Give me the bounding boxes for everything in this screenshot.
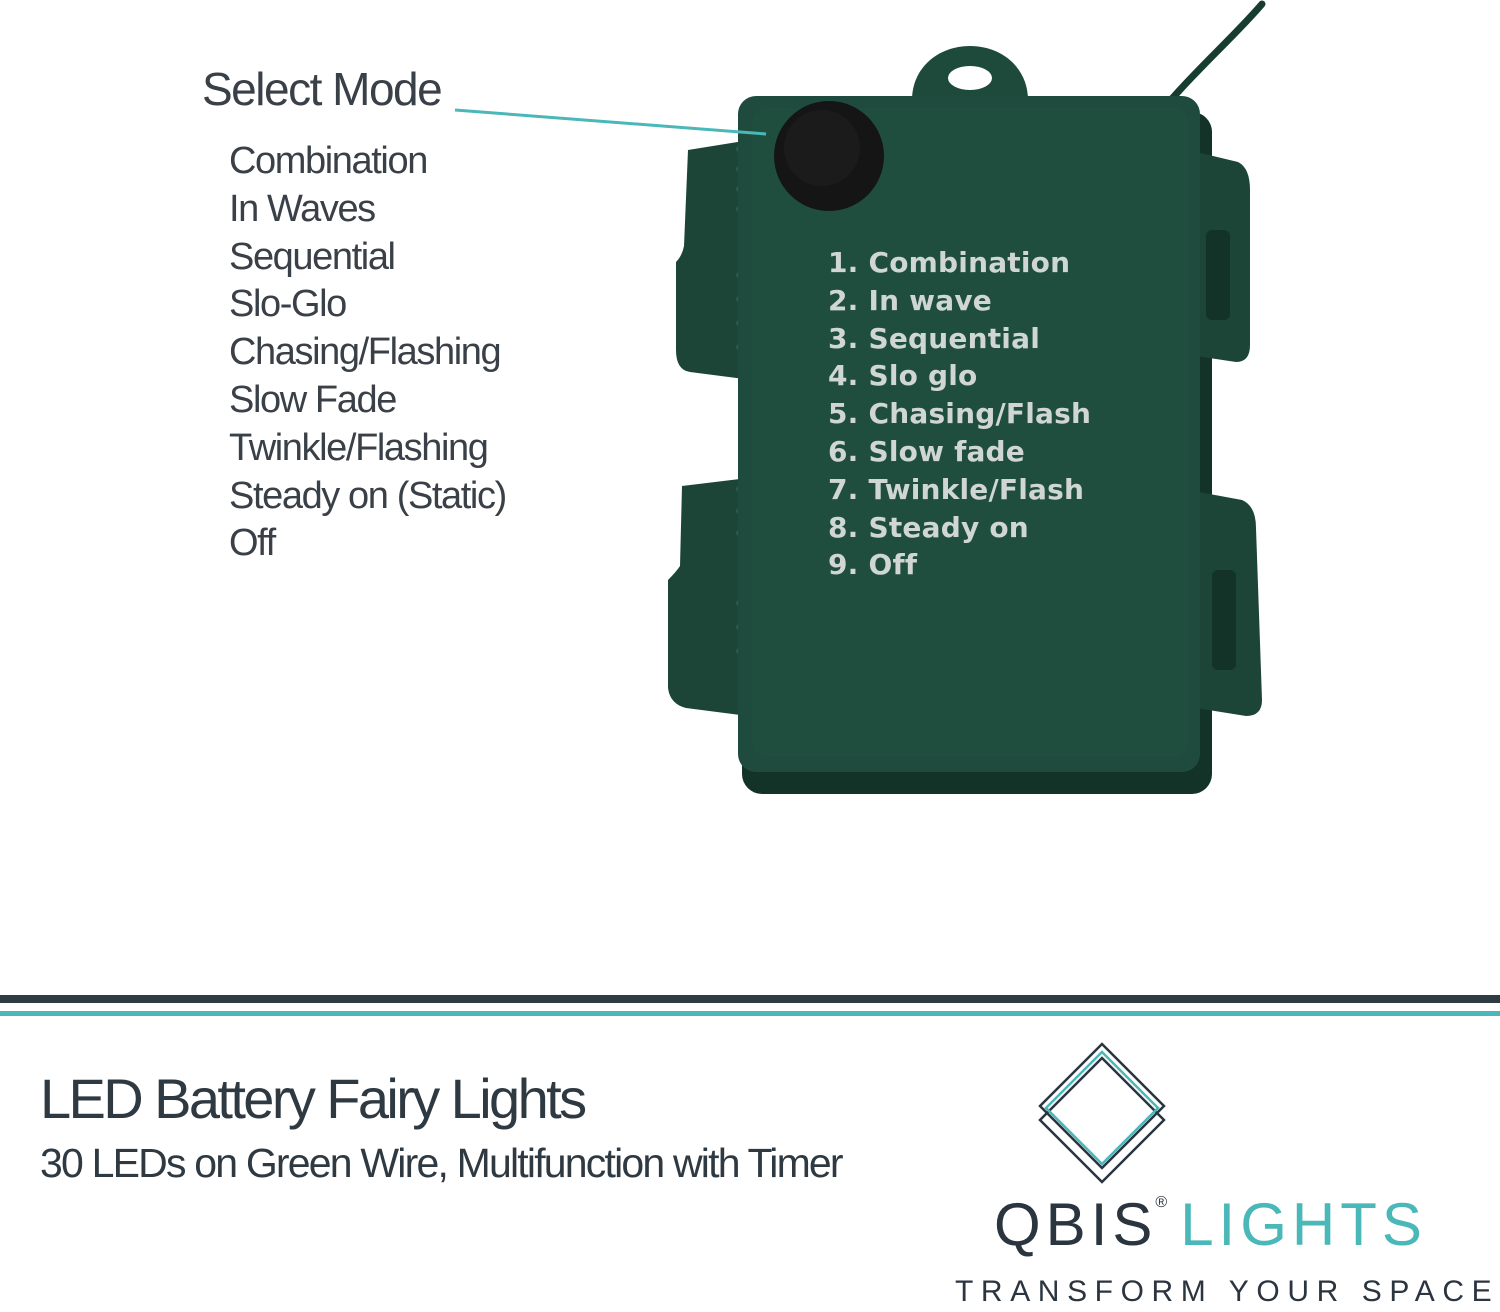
registered-mark: ®	[1155, 1194, 1173, 1211]
divider-teal	[0, 1011, 1500, 1016]
device-mode-item: 7. Twinkle/Flash	[828, 472, 1085, 506]
mode-item: Chasing/Flashing	[229, 331, 502, 374]
device-mode-item: 1. Combination	[828, 246, 1071, 279]
device-mode-item: 9. Off	[828, 548, 918, 582]
mode-item: Off	[229, 522, 276, 565]
pointer-line	[454, 108, 767, 136]
hanging-hole	[948, 66, 992, 90]
device-mode-item: 6. Slow fade	[828, 434, 1025, 468]
product-title: LED Battery Fairy Lights	[40, 1067, 587, 1130]
brand-name-part1: QBIS	[994, 1191, 1158, 1258]
device-mode-item: 8. Steady on	[828, 510, 1029, 544]
mode-list: Combination In Waves Sequential Slo-Glo …	[229, 138, 507, 568]
mode-item: In Waves	[229, 187, 376, 230]
mode-item: Sequential	[229, 235, 396, 278]
right-clip-slot	[1206, 230, 1230, 320]
brand-tagline: TRANSFORM YOUR SPACE	[955, 1275, 1500, 1308]
brand-name: QBIS® LIGHTS	[994, 1190, 1427, 1259]
left-clip-bottom	[668, 478, 748, 716]
device-mode-list: 1. Combination 2. In wave 3. Sequential …	[828, 244, 1091, 584]
mode-item: Steady on (Static)	[229, 474, 507, 517]
mode-item: Slow Fade	[229, 378, 397, 421]
right-clip-slot	[1212, 570, 1236, 670]
battery-box-illustration	[454, 0, 1266, 794]
diamond-logo-icon	[1038, 1042, 1166, 1184]
select-mode-title: Select Mode	[202, 63, 443, 115]
device-mode-item: 5. Chasing/Flash	[828, 397, 1092, 431]
divider-dark	[0, 995, 1500, 1003]
left-clip-top	[676, 140, 752, 380]
mode-item: Combination	[229, 140, 428, 182]
device-mode-item: 4. Slo glo	[828, 359, 978, 393]
mode-item: Twinkle/Flashing	[229, 426, 489, 469]
product-subtitle: 30 LEDs on Green Wire, Multifunction wit…	[40, 1140, 844, 1186]
brand-name-part2: LIGHTS	[1180, 1191, 1427, 1258]
mode-item: Slo-Glo	[229, 283, 347, 326]
wire	[1156, 0, 1266, 116]
device-mode-item: 3. Sequential	[828, 321, 1040, 355]
box-face	[752, 108, 1188, 756]
device-mode-item: 2. In wave	[828, 283, 992, 317]
